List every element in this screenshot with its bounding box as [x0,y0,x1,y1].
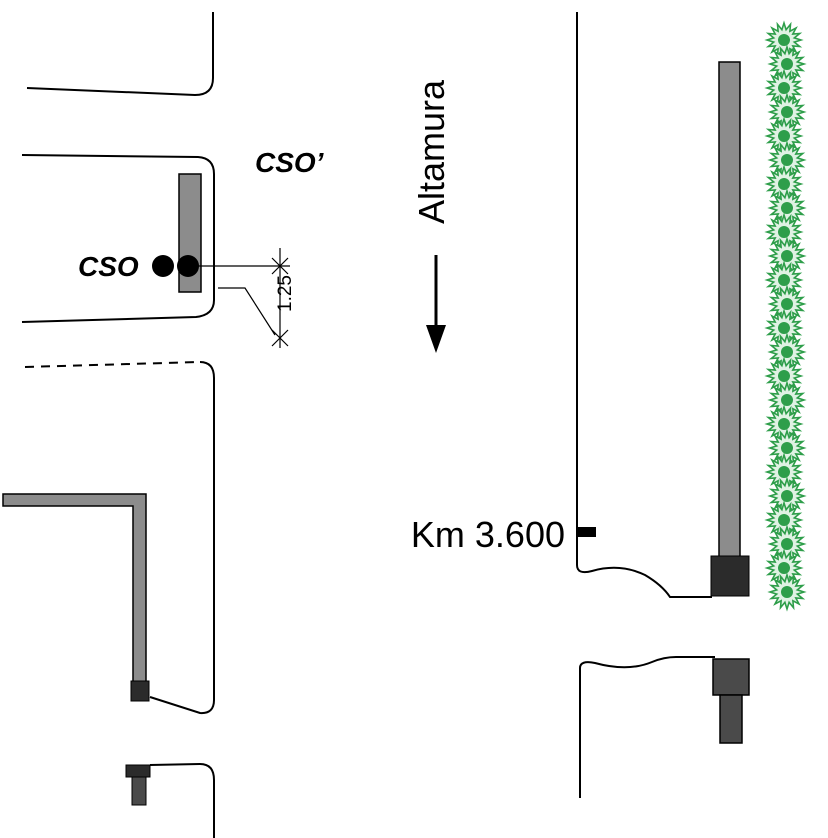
hedge-shrub-core [781,106,793,118]
hedge-shrub-core [778,514,790,526]
left-dashed-edge [24,361,201,368]
km-label: Km 3.600 [411,514,565,555]
cso-prime-label: CSO’ [255,147,325,178]
hedge-shrub-core [781,346,793,358]
direction-label: Altamura [411,79,452,224]
right-guardrail-bar [718,61,741,559]
hedge-shrub-core [781,250,793,262]
hedge-shrub-core [781,538,793,550]
hedge-shrub-core [781,490,793,502]
left-guardrail-l [2,493,147,683]
dimension-ref-lower [218,287,276,336]
dimension-lines [196,248,290,348]
hedge-shrub-core [781,58,793,70]
dimension-tick-bottom-b [271,329,289,347]
hedge-shrub-core [781,154,793,166]
hedge-shrub-core [778,562,790,574]
cso-point-right [177,255,199,277]
hedge-shrub-core [778,370,790,382]
right-guardrail-terminal [710,555,750,597]
arrow-down-icon [426,255,446,353]
hedge-shrub-core [781,442,793,454]
left-kerb-top [26,12,214,97]
hedge-shrub-core [778,274,790,286]
left-kerb-island [21,154,215,323]
hedge-shrub-core [778,130,790,142]
dimension-label: 1.25 [275,275,296,312]
hedge-shrub-core [778,466,790,478]
hedge-shrub-core [778,34,790,46]
hedge-shrub-core [778,418,790,430]
tree-hedge-icon [764,20,807,612]
km-marker-tick [578,527,596,537]
hedge-shrub-core [778,178,790,190]
left-bottom-cap [125,764,151,778]
cso-label: CSO [78,251,139,282]
cso-point-left [152,255,174,277]
hedge-shrub-core [778,82,790,94]
hedge-shrub-core [778,322,790,334]
right-kerb-lower [579,656,715,798]
left-kerb-bottom [149,762,215,838]
right-lower-block [712,658,750,696]
right-kerb-upper [576,12,712,598]
hedge-shrub-core [781,202,793,214]
left-guardrail-terminal [130,680,150,702]
left-road-edge [21,12,215,838]
right-lower-post [719,694,743,744]
hedge-shrub-core [781,298,793,310]
dimension-tick-top-b [271,257,289,275]
right-road-edge [576,12,715,798]
hedge-shrub-core [781,394,793,406]
left-bottom-post [131,776,147,806]
hedge-shrub-core [781,586,793,598]
hedge-shrub-core [778,226,790,238]
left-kerb-long [149,361,215,715]
